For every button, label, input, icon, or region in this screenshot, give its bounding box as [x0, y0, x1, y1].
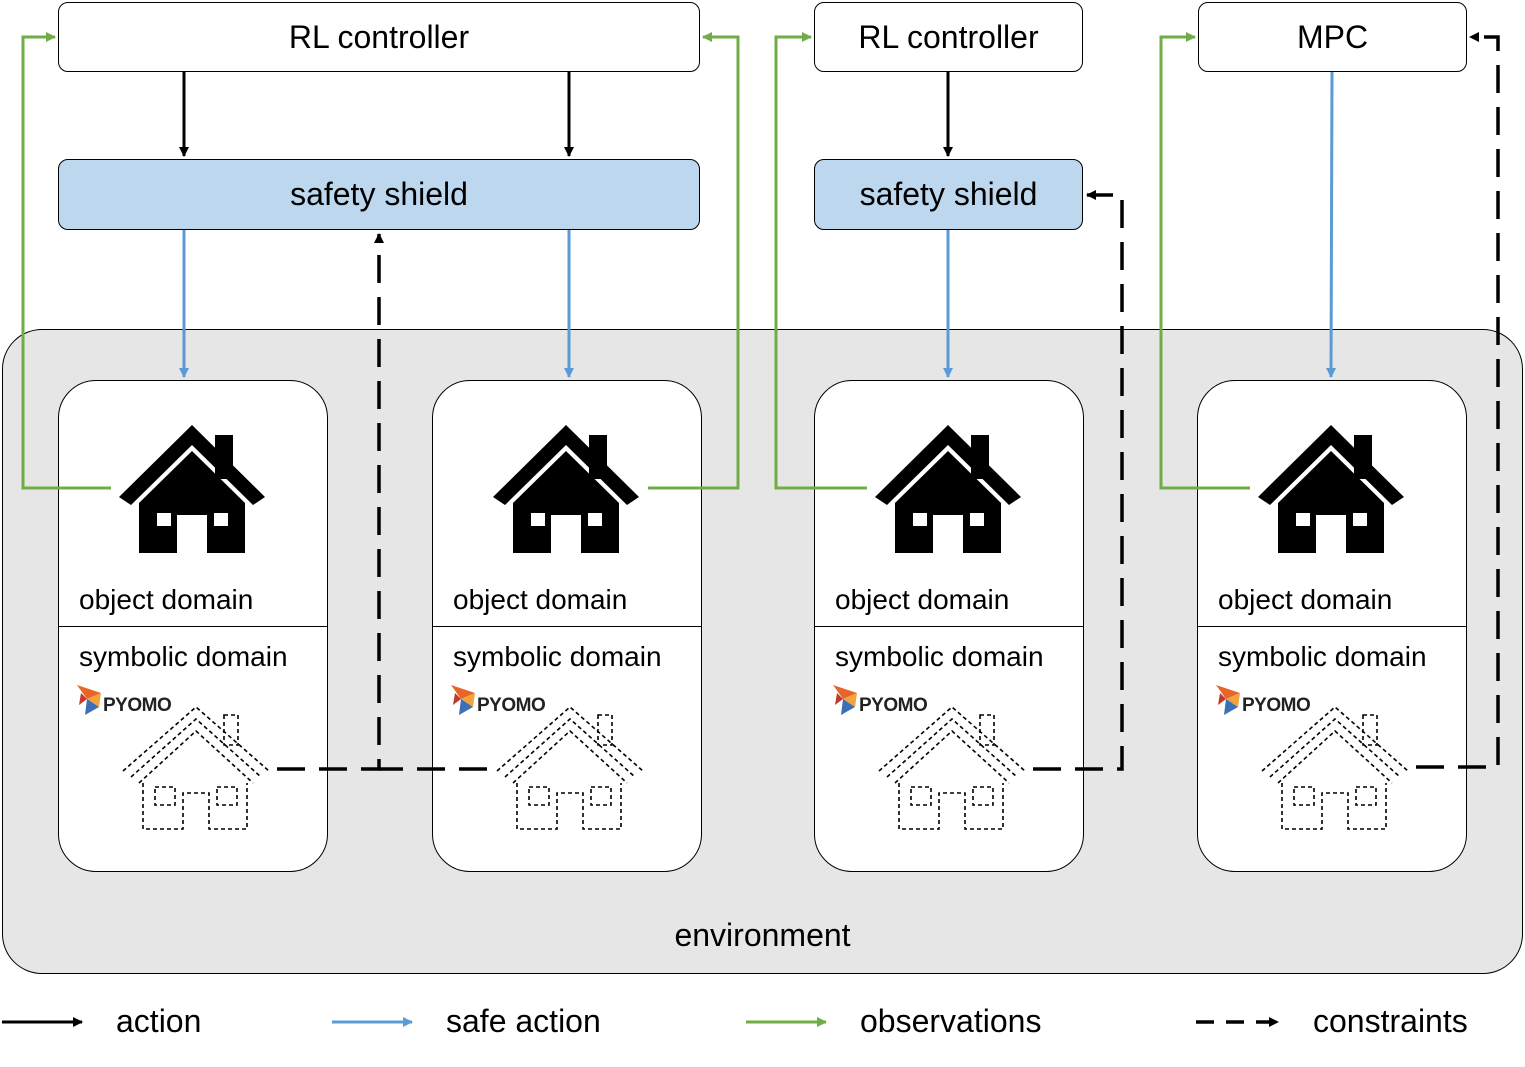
object-domain-label: object domain — [79, 584, 254, 615]
building-card-2: object domain symbolic domain PYOMO — [432, 380, 702, 872]
legend-safe-action-label: safe action — [446, 1003, 601, 1039]
environment-label: environment — [674, 917, 851, 953]
observation-arrow — [648, 32, 740, 490]
symbolic-domain-label: symbolic domain — [1218, 641, 1427, 672]
domain-divider — [815, 626, 1083, 627]
symbolic-domain-label: symbolic domain — [79, 641, 288, 672]
pyomo-logo-text: PYOMO — [1242, 695, 1311, 716]
legend-action-label: action — [116, 1003, 202, 1039]
safe-action-arrow — [1326, 71, 1337, 378]
object-domain-label: object domain — [835, 584, 1010, 615]
object-domain-label: object domain — [453, 584, 628, 615]
building-card-4: object domain symbolic domain PYOMO — [1197, 380, 1467, 872]
object-domain-label: object domain — [1218, 584, 1393, 615]
symbolic-domain-label: symbolic domain — [453, 641, 662, 672]
pyomo-logo-text: PYOMO — [859, 695, 928, 716]
rl-controller-box-2: RL controller — [814, 2, 1083, 72]
legend-observations-label: observations — [860, 1003, 1042, 1039]
rl-controller-label-2: RL controller — [858, 18, 1039, 55]
constraints-arrow — [277, 233, 384, 771]
pyomo-logo-text: PYOMO — [103, 695, 172, 716]
safety-shield-box-2: safety shield — [814, 159, 1083, 230]
constraints-arrow — [1416, 32, 1500, 769]
observation-arrow — [774, 32, 867, 490]
mpc-label: MPC — [1296, 18, 1369, 55]
pyomo-logo-text: PYOMO — [477, 695, 546, 716]
symbolic-domain-label: symbolic domain — [835, 641, 1044, 672]
building-card-1: object domain symbolic domain PYOMO — [58, 380, 328, 872]
rl-controller-box-1: RL controller — [58, 2, 700, 72]
domain-divider — [1198, 626, 1466, 627]
rl-controller-label-1: RL controller — [288, 18, 470, 55]
observation-arrow — [21, 32, 111, 490]
mpc-box: MPC — [1198, 2, 1467, 72]
constraints-arrow — [1033, 190, 1124, 771]
domain-divider — [59, 626, 327, 627]
safety-shield-label-1: safety shield — [290, 176, 468, 212]
safety-shield-label-2: safety shield — [859, 176, 1038, 212]
domain-divider — [433, 626, 701, 627]
building-card-3: object domain symbolic domain PYOMO — [814, 380, 1084, 872]
safety-shield-box-1: safety shield — [58, 159, 700, 230]
observation-arrow — [1159, 32, 1250, 490]
legend-constraints-label: constraints — [1313, 1003, 1468, 1039]
